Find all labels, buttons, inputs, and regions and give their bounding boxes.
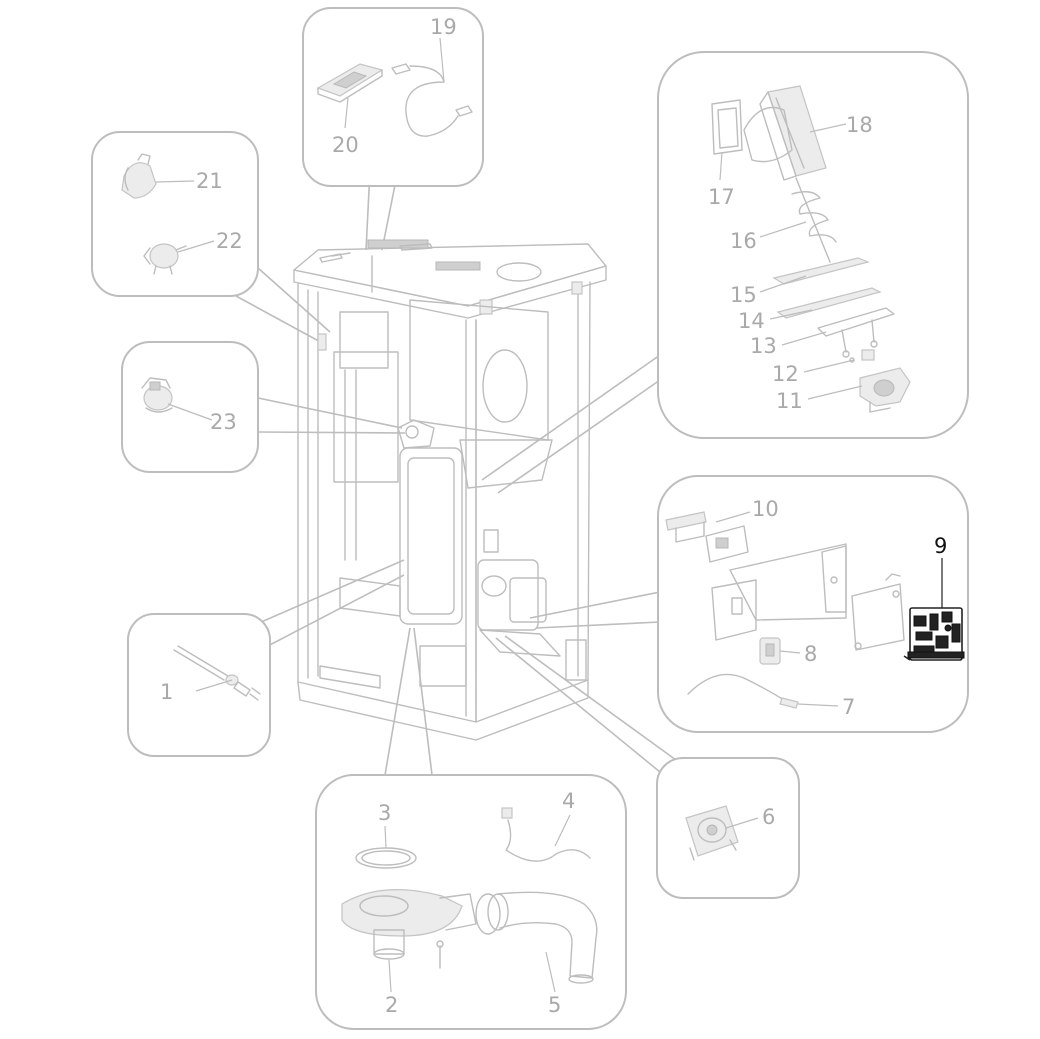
- panel-electronics: [657, 475, 969, 733]
- gearmotor-11-part: [859, 367, 911, 413]
- label-4: 4: [562, 789, 575, 813]
- stove-body-drawing: [293, 239, 607, 741]
- switch-8-part: [759, 637, 781, 665]
- control-cable-part: [391, 63, 473, 137]
- panel-safety-thermostat: [121, 341, 259, 473]
- panel-control-display: [302, 7, 484, 187]
- label-11: 11: [776, 389, 803, 413]
- label-23: 23: [210, 410, 237, 434]
- label-16: 16: [730, 229, 757, 253]
- feeder-chute-18-part: [743, 85, 827, 181]
- terminal-block-10-part: [665, 511, 749, 563]
- auger-16-part: [791, 177, 837, 263]
- label-12: 12: [772, 362, 799, 386]
- part-number-labels: 1 2 3 4 5 6 7 8 9 10 11 12 13 14 15 16 1…: [160, 15, 947, 1017]
- fan-2-part: [341, 889, 477, 969]
- label-13: 13: [750, 334, 777, 358]
- label-17: 17: [708, 185, 735, 209]
- label-3: 3: [378, 801, 391, 825]
- sensor-cable-4-part: [501, 807, 591, 862]
- board-housing-part: [711, 543, 847, 641]
- label-15: 15: [730, 283, 757, 307]
- label-18: 18: [846, 113, 873, 137]
- control-board-9-part: [903, 607, 965, 661]
- label-2: 2: [385, 993, 398, 1017]
- label-7: 7: [842, 695, 855, 719]
- label-14: 14: [738, 309, 765, 333]
- label-10: 10: [752, 497, 779, 521]
- plate-15-part: [772, 257, 870, 285]
- label-19: 19: [430, 15, 457, 39]
- thermostat-23-part: [141, 377, 173, 413]
- label-5: 5: [548, 993, 561, 1017]
- callout-lines: [155, 37, 943, 993]
- thermostat-22-part: [143, 243, 187, 275]
- leader-lines: [235, 169, 677, 776]
- label-22: 22: [216, 229, 243, 253]
- display-panel-part: [316, 63, 384, 103]
- panel-power-cable: [127, 613, 271, 757]
- label-9: 9: [934, 534, 947, 558]
- panel-feeder-assembly: [657, 51, 969, 439]
- label-21: 21: [196, 169, 223, 193]
- thermostat-21-part: [121, 153, 157, 199]
- panel-fan-flue: [315, 774, 627, 1030]
- pressure-switch-6-part: [685, 805, 739, 861]
- mounting-plate-part: [851, 573, 905, 651]
- sensor-probe-7-part: [687, 673, 799, 709]
- label-20: 20: [332, 133, 359, 157]
- flue-elbow-5-part: [475, 891, 598, 984]
- label-6: 6: [762, 805, 775, 829]
- gasket-17-part: [711, 99, 743, 155]
- label-1: 1: [160, 680, 173, 704]
- panel-thermostats: [91, 131, 259, 297]
- label-8: 8: [804, 642, 817, 666]
